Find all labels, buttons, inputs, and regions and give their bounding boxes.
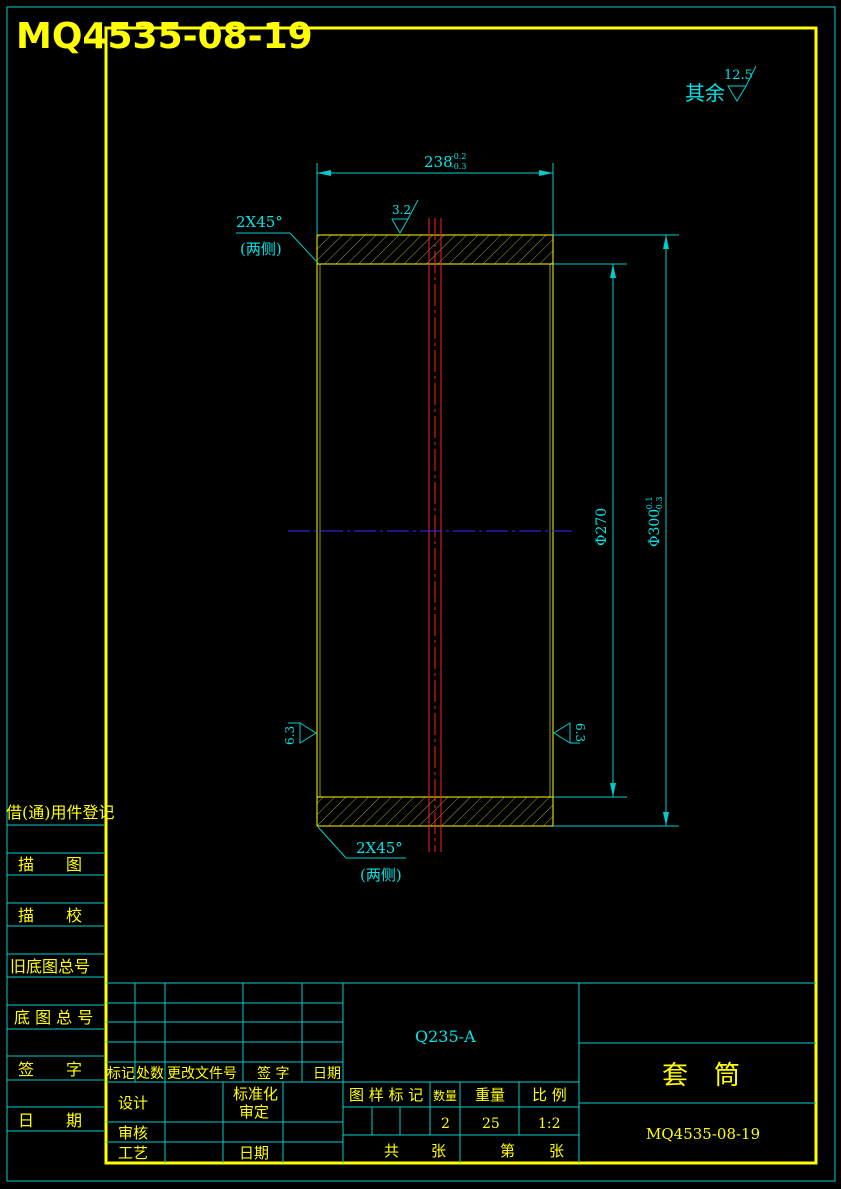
row-check: 审核 xyxy=(118,1124,148,1142)
chamfer-bottom: 2X45° (两侧) xyxy=(317,826,406,884)
sheet-total: 共 xyxy=(384,1142,399,1160)
left-row-0: 借(通)用件登记 xyxy=(6,803,115,822)
dimension-length: 238 -0.2 -0.3 xyxy=(316,152,554,235)
dimension-inner-dia: Φ270 xyxy=(553,263,627,798)
chamfer-top-size: 2X45° xyxy=(236,213,283,231)
part-view xyxy=(288,218,572,852)
chamfer-bottom-size: 2X45° xyxy=(356,839,403,857)
sheet-label-1: 张 xyxy=(431,1142,446,1160)
length-value: 238 xyxy=(424,153,453,171)
drawing-number: MQ4535-08-19 xyxy=(646,1125,760,1143)
roughness-right-value: 6.3 xyxy=(573,723,587,742)
attr-scale: 1:2 xyxy=(538,1116,561,1132)
attr-header-qty: 数量 xyxy=(433,1088,457,1103)
rev-header-doc: 更改文件号 xyxy=(167,1066,237,1082)
chamfer-top: 2X45° (两侧) xyxy=(236,213,319,264)
outer-tol-lower: -0.3 xyxy=(655,497,664,512)
row-design: 设计 xyxy=(118,1094,148,1112)
rev-header-sign: 签 字 xyxy=(257,1065,289,1082)
roughness-left-value: 6.3 xyxy=(283,726,297,745)
row-process: 工艺 xyxy=(118,1144,148,1162)
drawing-border xyxy=(104,26,818,1165)
chamfer-top-note: (两侧) xyxy=(240,240,282,258)
row-approve: 审定 xyxy=(239,1103,269,1121)
left-registry xyxy=(7,824,104,1132)
title-block xyxy=(106,982,816,1163)
length-tol-upper: -0.2 xyxy=(451,152,466,161)
left-row-2: 描 校 xyxy=(18,906,82,925)
roughness-symbol-icon xyxy=(727,65,757,102)
outer-frame xyxy=(6,6,836,1182)
rev-header-mark: 标记 xyxy=(107,1066,135,1082)
roughness-other: 其余 12.5 xyxy=(685,65,757,105)
left-row-5: 签 字 xyxy=(18,1060,82,1079)
outer-tol-upper: -0.1 xyxy=(645,497,654,512)
left-row-3: 旧底图总号 xyxy=(10,957,90,976)
attr-header-scale: 比 例 xyxy=(532,1086,567,1104)
attr-qty: 2 xyxy=(441,1116,450,1132)
rev-header-date: 日期 xyxy=(313,1066,341,1082)
roughness-other-label: 其余 xyxy=(685,81,725,105)
dimension-outer-dia: Φ300 -0.1 -0.3 xyxy=(553,234,679,827)
attr-header-mark: 图 样 标 记 xyxy=(349,1086,423,1104)
row-date: 日期 xyxy=(239,1144,269,1162)
roughness-top: 3.2 xyxy=(391,199,419,235)
left-row-1: 描 图 xyxy=(18,855,82,874)
row-standard: 标准化 xyxy=(233,1085,278,1103)
header-code: MQ4535-08-19 xyxy=(16,16,313,57)
roughness-left: 6.3 xyxy=(283,722,317,745)
part-name: 套 筒 xyxy=(662,1061,740,1091)
roughness-other-value: 12.5 xyxy=(724,68,753,83)
attr-weight: 25 xyxy=(482,1116,500,1132)
roughness-top-value: 3.2 xyxy=(392,203,411,217)
material: Q235-A xyxy=(415,1027,476,1046)
left-row-6: 日 期 xyxy=(18,1111,82,1130)
roughness-right: 6.3 xyxy=(553,722,587,744)
rev-header-count: 处数 xyxy=(136,1066,164,1082)
attr-header-weight: 重量 xyxy=(475,1086,505,1104)
inner-dia-value: Φ270 xyxy=(594,508,610,546)
left-row-4: 底 图 总 号 xyxy=(14,1008,93,1027)
chamfer-bottom-note: (两侧) xyxy=(360,866,402,884)
sheet-label-2: 第 xyxy=(500,1142,515,1160)
sheet-label-3: 张 xyxy=(549,1142,564,1160)
length-tol-lower: -0.3 xyxy=(451,162,466,171)
outer-dia-value: Φ300 xyxy=(647,509,663,547)
